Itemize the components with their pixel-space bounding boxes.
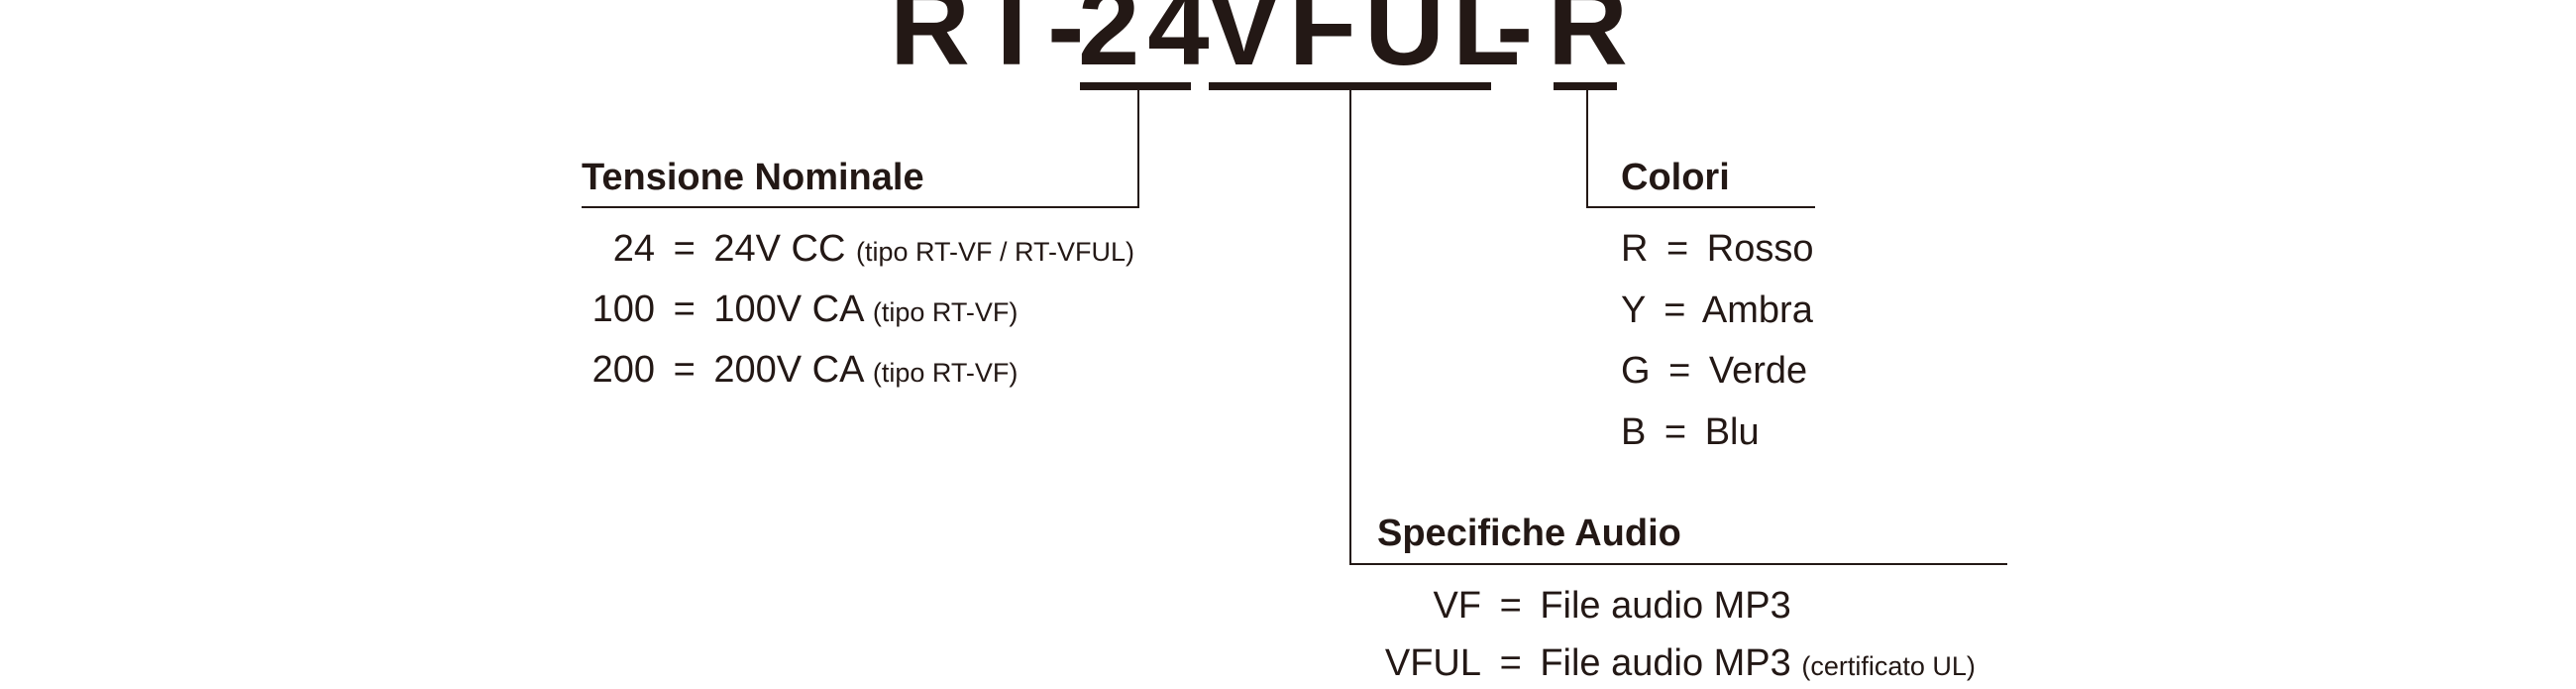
voltage-value: 24V CC (713, 228, 846, 270)
equals-sign: = (1668, 350, 1691, 392)
equals-sign: = (1664, 289, 1686, 331)
equals-sign: = (1666, 228, 1689, 270)
equals-sign: = (1499, 585, 1522, 627)
audio-note: (certificato UL) (1801, 651, 1976, 681)
audio-row-vful: VFUL = File audio MP3 (certificato UL) (1377, 640, 1976, 689)
voltage-code-underline (1080, 82, 1191, 90)
color-value: Verde (1708, 350, 1808, 392)
audio-connector-vertical (1349, 90, 1351, 565)
color-row-amber: Y = Ambra (1621, 287, 1813, 333)
audio-value: File audio MP3 (1540, 642, 1791, 684)
equals-sign: = (1499, 642, 1522, 684)
equals-sign: = (1664, 411, 1687, 453)
audio-code: VF (1433, 585, 1481, 627)
model-dash: - (1496, 0, 1542, 88)
color-value: Rosso (1706, 228, 1814, 270)
color-row-red: R = Rosso (1621, 226, 1814, 272)
color-row-blue: B = Blu (1621, 409, 1760, 455)
audio-code-underline (1209, 82, 1491, 90)
color-connector-horizontal (1586, 206, 1815, 208)
voltage-connector-vertical (1137, 90, 1139, 208)
voltage-value: 200V CA (713, 349, 863, 391)
audio-value: File audio MP3 (1540, 585, 1791, 627)
voltage-code: 200 (591, 349, 655, 391)
color-connector-vertical (1586, 90, 1588, 208)
model-color-code: R (1548, 0, 1636, 88)
model-voltage-code: 24 (1078, 0, 1218, 88)
color-code: G (1621, 350, 1651, 392)
equals-sign: = (673, 349, 696, 391)
color-code-underline (1554, 82, 1617, 90)
voltage-value: 100V CA (713, 288, 863, 330)
audio-connector-horizontal (1349, 563, 2007, 565)
voltage-note: (tipo RT-VF) (872, 358, 1019, 388)
voltage-row-24: 24 = 24V CC (tipo RT-VF / RT-VFUL) (582, 226, 1134, 275)
voltage-note: (tipo RT-VF / RT-VFUL) (855, 237, 1135, 267)
model-prefix: RT- (890, 0, 1093, 88)
color-value: Ambra (1701, 289, 1813, 331)
voltage-note: (tipo RT-VF) (872, 297, 1019, 327)
voltage-connector-horizontal (582, 206, 1139, 208)
color-code: R (1621, 228, 1649, 270)
color-code: B (1621, 411, 1647, 453)
equals-sign: = (673, 228, 696, 270)
voltage-row-200: 200 = 200V CA (tipo RT-VF) (582, 347, 1019, 396)
voltage-heading: Tensione Nominale (582, 157, 924, 198)
model-audio-code: VFUL (1207, 0, 1529, 88)
colors-heading: Colori (1621, 157, 1730, 198)
voltage-code: 100 (591, 288, 655, 330)
audio-code: VFUL (1384, 642, 1481, 684)
color-code: Y (1621, 289, 1646, 331)
audio-heading: Specifiche Audio (1377, 513, 1681, 554)
voltage-code: 24 (612, 228, 655, 270)
color-row-green: G = Verde (1621, 348, 1807, 394)
voltage-row-100: 100 = 100V CA (tipo RT-VF) (582, 287, 1019, 335)
audio-row-vf: VF = File audio MP3 (1377, 583, 1791, 629)
color-value: Blu (1704, 411, 1760, 453)
equals-sign: = (673, 288, 696, 330)
